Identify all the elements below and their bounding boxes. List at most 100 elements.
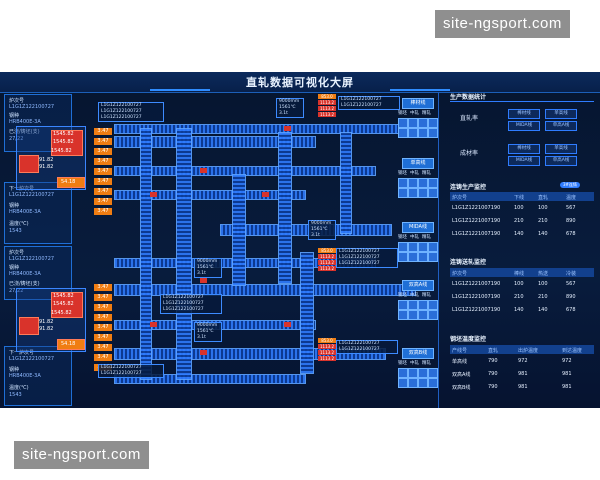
line-tag[interactable]: 单高线 bbox=[402, 158, 434, 169]
mill-stand-icon bbox=[428, 242, 438, 252]
stack-value: 3.47 bbox=[94, 208, 112, 215]
info-box[interactable]: L1G1Z122100727 L1G1Z122100727 bbox=[338, 96, 400, 110]
stack-value: 3.47 bbox=[94, 314, 112, 321]
table-header-cell: 出炉温度 bbox=[518, 348, 539, 354]
info-box[interactable]: L1G1Z122100727 L1G1Z122100727 L1G1Z12210… bbox=[98, 102, 164, 122]
direct-line-box[interactable]: MIDA线 bbox=[508, 121, 540, 131]
furnace-unit-1[interactable]: 1545.82 1545.82 91.82 91.82 1545.82 54.1… bbox=[16, 126, 86, 190]
info-box[interactable]: L1G1Z122100727 L1G1Z122100727 L1G1Z12210… bbox=[160, 294, 222, 314]
mill-stand-icon bbox=[398, 300, 408, 310]
table-header bbox=[450, 345, 594, 354]
table-header-cell: 温度 bbox=[566, 195, 577, 201]
info-text: L1G1Z122100727 bbox=[339, 249, 380, 254]
info-text: L1G1Z122100727 bbox=[101, 115, 142, 120]
yield-line-box[interactable]: 棒材线 bbox=[508, 144, 540, 154]
line-option[interactable]: 精轧 bbox=[422, 361, 431, 366]
line-tag[interactable]: 双高B线 bbox=[402, 348, 434, 359]
line-option[interactable]: 钢坯 bbox=[398, 361, 407, 366]
table-cell: 981 bbox=[562, 371, 572, 377]
line-option[interactable]: 精轧 bbox=[422, 235, 431, 240]
table-header-cell: 冷装 bbox=[566, 271, 577, 277]
table-cell: 981 bbox=[518, 371, 528, 377]
label-grade: 钢种 bbox=[9, 113, 20, 119]
billet-marker bbox=[200, 168, 207, 173]
direct-line-box[interactable]: 单高A线 bbox=[545, 121, 577, 131]
mill-stand-icon bbox=[428, 310, 438, 320]
line-option[interactable]: 中轧 bbox=[410, 293, 419, 298]
line-option[interactable]: 中轧 bbox=[410, 111, 419, 116]
info-text: 3.1t bbox=[311, 233, 320, 238]
table-cell: 210 bbox=[514, 294, 524, 300]
mill-stand-icon bbox=[408, 128, 418, 138]
prod-stats-title: 生产数据统计 bbox=[450, 94, 487, 101]
info-box[interactable]: L1G1Z122100727 L1G1Z122100727 L1G1Z12210… bbox=[336, 248, 398, 268]
temp-row: 1113.2 bbox=[318, 260, 336, 265]
temp-row: 1113.2 bbox=[318, 266, 336, 271]
direct-line-box[interactable]: 单高线 bbox=[545, 109, 577, 119]
table-cell: 678 bbox=[566, 307, 576, 313]
info-text: L1G1Z122100727 bbox=[101, 365, 142, 370]
caster-select[interactable]: 3#连铸 bbox=[560, 182, 580, 188]
table-cell: 678 bbox=[566, 231, 576, 237]
info-text: L1G1Z122100727 bbox=[339, 347, 380, 352]
line-option[interactable]: 钢坯 bbox=[398, 235, 407, 240]
line-option[interactable]: 中轧 bbox=[410, 235, 419, 240]
line-option[interactable]: 钢坯 bbox=[398, 171, 407, 176]
billet-marker bbox=[150, 322, 157, 327]
furnace-value: 91.82 bbox=[39, 326, 54, 332]
line-tag[interactable]: 双高A线 bbox=[402, 280, 434, 291]
table-cell: 567 bbox=[566, 281, 576, 287]
stack-value: 3.47 bbox=[94, 344, 112, 351]
info-box[interactable]: 9000mm 1561℃ 3.1t bbox=[194, 322, 222, 342]
page-title: 直轧数据可视化大屏 bbox=[246, 76, 354, 89]
mill-stand-icon bbox=[398, 378, 408, 388]
table-cell: L1G1Z1221007190 bbox=[452, 294, 501, 300]
table-cell: 790 bbox=[488, 384, 498, 390]
value-next-heat: L1G1Z122100727 bbox=[9, 192, 55, 198]
info-box[interactable]: 9000mm 1561℃ 3.1t bbox=[194, 258, 222, 278]
table-cell: L1G1Z1221007190 bbox=[452, 218, 501, 224]
line-option[interactable]: 精轧 bbox=[422, 111, 431, 116]
line-option[interactable]: 精轧 bbox=[422, 293, 431, 298]
yield-line-box[interactable]: 单高A线 bbox=[545, 156, 577, 166]
conveyor-belt-vertical bbox=[176, 128, 192, 380]
line-option[interactable]: 钢坯 bbox=[398, 111, 407, 116]
line-option[interactable]: 中轧 bbox=[410, 361, 419, 366]
info-box[interactable]: L1G1Z122100727 L1G1Z122100727 bbox=[336, 340, 398, 354]
info-box[interactable]: 9000mm 1561℃ 3.1t bbox=[276, 98, 304, 118]
mill-stand-icon bbox=[398, 252, 408, 262]
table-cell: 140 bbox=[538, 231, 548, 237]
line-option[interactable]: 精轧 bbox=[422, 171, 431, 176]
info-box[interactable]: 9000mm 1561℃ 3.1t bbox=[308, 220, 336, 240]
conveyor-belt-vertical bbox=[278, 132, 292, 284]
table-header-cell: 直轧 bbox=[488, 348, 499, 354]
line-tag[interactable]: MIDA线 bbox=[402, 222, 434, 233]
furnace-unit-2[interactable]: 1545.82 1545.82 91.82 91.82 1545.82 54.1… bbox=[16, 288, 86, 352]
table-header-cell: 产线号 bbox=[452, 348, 468, 354]
conveyor-belt bbox=[114, 124, 436, 134]
line-tag[interactable]: 棒材线 bbox=[402, 98, 434, 109]
furnace-hot-zone bbox=[19, 317, 39, 335]
line-option[interactable]: 钢坯 bbox=[398, 293, 407, 298]
info-box[interactable]: L1G1Z122100727 L1G1Z122100727 bbox=[98, 364, 164, 378]
table-header-cell: 到达温度 bbox=[562, 348, 583, 354]
table-cell: 100 bbox=[538, 281, 548, 287]
direct-line-box[interactable]: 棒材线 bbox=[508, 109, 540, 119]
yield-line-box[interactable]: MIDA线 bbox=[508, 156, 540, 166]
billet-marker bbox=[284, 126, 291, 131]
yield-line-box[interactable]: 单高线 bbox=[545, 144, 577, 154]
stack-value: 3.47 bbox=[94, 334, 112, 341]
table-cell: L1G1Z1221007190 bbox=[452, 205, 501, 211]
table-header-cell: 热送 bbox=[538, 271, 549, 277]
mill-stand-icon bbox=[398, 310, 408, 320]
mill-stand-icon bbox=[408, 118, 418, 128]
furnace-value: 91.82 bbox=[39, 164, 54, 170]
conveyor-belt-vertical bbox=[232, 174, 246, 286]
table-cell: 140 bbox=[538, 307, 548, 313]
temp-title: 钢坯温度监控 bbox=[450, 336, 487, 343]
line-option[interactable]: 中轧 bbox=[410, 171, 419, 176]
table-cell: 972 bbox=[518, 358, 528, 364]
furnace-value: 1545.82 bbox=[51, 148, 72, 154]
billet-marker bbox=[262, 192, 269, 197]
